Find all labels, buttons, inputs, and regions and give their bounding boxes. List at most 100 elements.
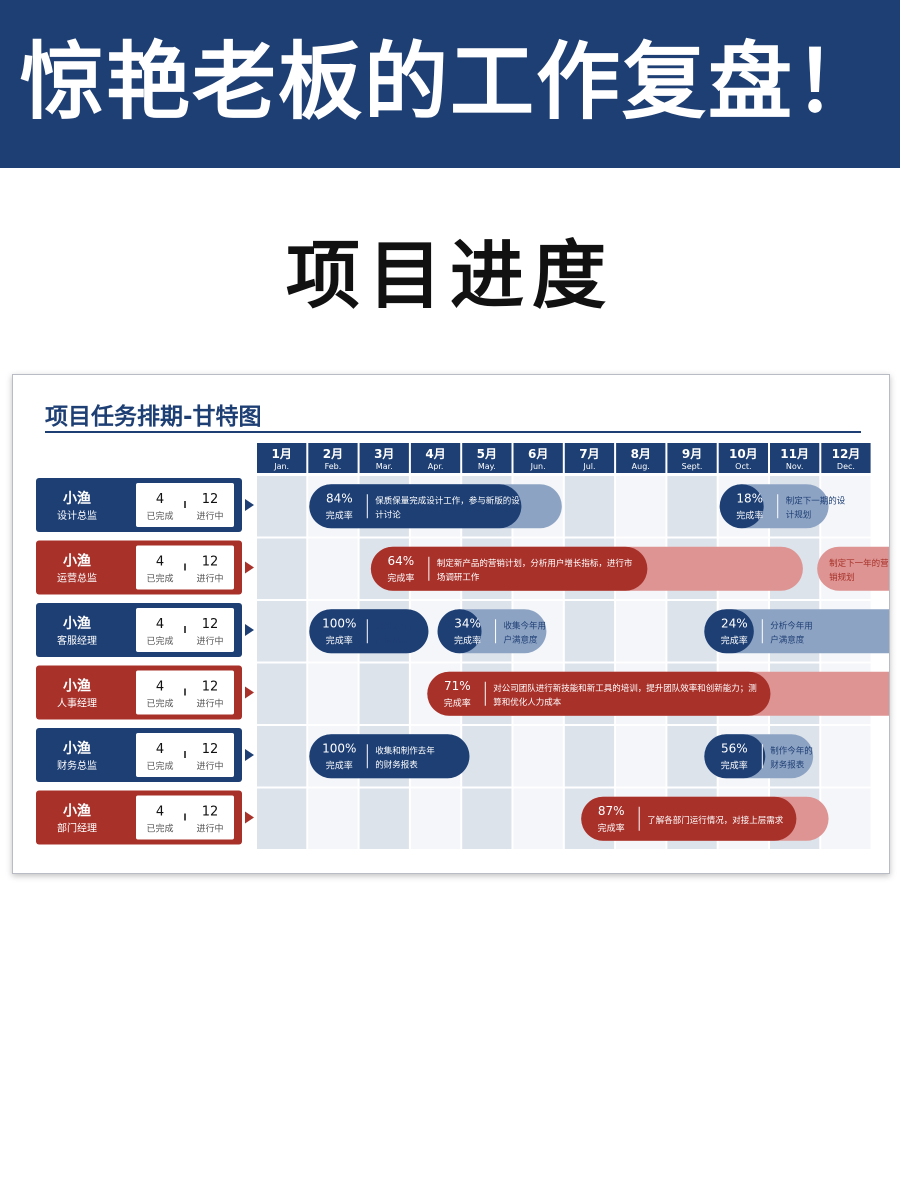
grid-cell (308, 663, 358, 724)
section-title: 项目进度 (286, 233, 614, 319)
task-description: 调研去年用 (375, 620, 418, 631)
chart-title: 项目任务排期-甘特图 (45, 404, 262, 430)
doing-label: 进行中 (196, 698, 223, 710)
done-label: 已完成 (146, 635, 173, 647)
doing-label: 进行中 (196, 760, 223, 772)
person-role: 财务总监 (57, 759, 97, 772)
doing-count: 12 (202, 555, 219, 570)
grid-cell (410, 788, 461, 849)
done-count: 4 (156, 680, 164, 695)
task-rate-label: 完成率 (326, 634, 353, 646)
task-rate-label: 完成率 (326, 759, 353, 771)
grid-cell (257, 788, 307, 849)
month-en-label: Mar. (376, 462, 393, 471)
person-name: 小渔 (63, 490, 91, 507)
doing-label: 进行中 (196, 823, 223, 835)
grid-cell (359, 788, 409, 849)
grid-cell (462, 726, 512, 787)
done-count: 4 (156, 742, 164, 757)
task-percent: 87% (598, 804, 625, 818)
month-header-cell (308, 443, 358, 473)
person-role: 客服经理 (57, 634, 97, 647)
month-en-label: Jun. (530, 462, 546, 471)
done-label: 已完成 (146, 698, 173, 710)
row-pointer-icon (245, 624, 254, 636)
done-label: 已完成 (146, 760, 173, 772)
row-pointer-icon (245, 686, 254, 699)
task-rate-label: 完成率 (444, 697, 471, 709)
month-en-label: Feb. (325, 462, 342, 471)
task-description: 分析今年用 (770, 620, 813, 631)
month-label: 7月 (579, 447, 599, 461)
task-rate-label: 完成率 (454, 634, 481, 646)
person-name: 小渔 (63, 553, 91, 570)
task-percent: 34% (454, 616, 481, 630)
month-header-cell (564, 443, 615, 473)
doing-label: 进行中 (196, 573, 223, 585)
done-label: 已完成 (146, 823, 173, 835)
task-bar-progress (581, 796, 797, 841)
task-percent: 64% (388, 554, 415, 568)
row-pointer-icon (245, 561, 254, 574)
task-description: 销规划 (829, 572, 855, 583)
done-count: 4 (156, 555, 164, 570)
task-description: 户满意度 (504, 634, 539, 645)
grid-cell (308, 538, 358, 599)
task-percent: 18% (736, 491, 763, 505)
month-en-label: Jan. (273, 462, 289, 471)
doing-count: 12 (202, 742, 219, 757)
task-description: 保质保量完成设计工作，参与新版的设 (375, 495, 520, 506)
month-label: 5月 (477, 447, 497, 461)
task-description: 对公司团队进行新技能和新工具的培训，提升团队效率和创新能力；测 (493, 683, 757, 694)
task-description: 计讨论 (375, 509, 401, 520)
person-role: 运营总监 (57, 572, 97, 585)
row-pointer-icon (245, 749, 254, 761)
task-bar-progress (309, 734, 470, 779)
grid-cell (257, 601, 307, 662)
month-en-label: Sept. (682, 462, 703, 471)
task-bar-progress (309, 484, 522, 529)
doing-count: 12 (202, 680, 219, 695)
task-percent: 100% (322, 616, 356, 630)
done-label: 已完成 (146, 510, 173, 522)
done-count: 4 (156, 805, 164, 820)
month-label: 11月 (780, 447, 809, 461)
doing-label: 进行中 (196, 510, 223, 522)
grid-cell (257, 726, 307, 787)
person-role: 人事经理 (57, 697, 97, 710)
task-rate-label: 完成率 (721, 634, 748, 646)
month-en-label: Oct. (735, 462, 751, 471)
grid-cell (513, 726, 563, 787)
grid-cell (257, 476, 307, 537)
task-description: 制定下一年的营 (829, 558, 889, 569)
task-bar-progress (370, 546, 648, 591)
header-banner: 惊艳老板的工作复盘！ (0, 0, 900, 168)
month-label: 1月 (271, 447, 291, 461)
grid-cell (257, 538, 307, 599)
grid-cell (564, 476, 615, 537)
grid-cell (616, 601, 666, 662)
task-rate-label: 完成率 (387, 572, 414, 584)
month-header-cell (667, 443, 717, 473)
grid-cell (359, 663, 409, 724)
person-name: 小渔 (63, 740, 91, 757)
month-en-label: Nov. (786, 462, 804, 471)
grid-cell (616, 726, 666, 787)
task-bar-progress (427, 671, 771, 716)
task-description: 制定下一期的设 (786, 495, 846, 506)
month-header-cell (821, 443, 871, 473)
doing-label: 进行中 (196, 635, 223, 647)
month-label: 4月 (425, 447, 445, 461)
task-description: 财务报表 (770, 759, 805, 770)
grid-cell (564, 726, 615, 787)
task-percent: 56% (721, 741, 748, 755)
month-header-cell (770, 443, 820, 473)
month-header-cell (257, 443, 307, 473)
task-percent: 71% (444, 679, 471, 693)
grid-cell (257, 663, 307, 724)
task-description: 算和优化人力成本 (493, 697, 562, 708)
task-description: 户满意度 (375, 634, 410, 645)
task-bar-progress (704, 734, 766, 779)
grid-cell (667, 476, 717, 537)
grid-cell (462, 788, 512, 849)
